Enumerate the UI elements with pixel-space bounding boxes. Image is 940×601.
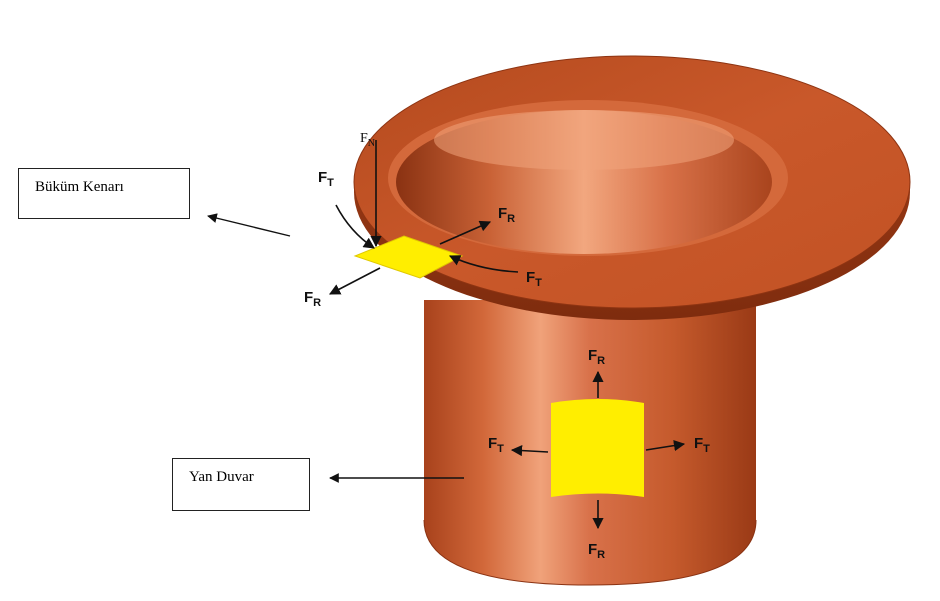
force-label-fr-wall-top: FR: [588, 347, 605, 367]
force-label-ft-wall-left: FT: [488, 435, 504, 455]
force-label-ft-flange-right: FT: [526, 269, 542, 289]
tangential-force-arrow-right: [448, 255, 519, 273]
tangential-force-arrow-left: [335, 204, 375, 249]
cup-flange: [353, 55, 911, 320]
force-label-fr-wall-bottom: FR: [588, 541, 605, 561]
force-label-fn: FN: [360, 131, 375, 149]
radial-force-arrow-outer: [439, 220, 492, 245]
flange-stress-element: [353, 235, 464, 279]
force-label-ft-flange-left: FT: [318, 169, 334, 189]
force-label-ft-wall-right: FT: [694, 435, 710, 455]
side-wall-label: Yan Duvar: [189, 469, 254, 485]
force-label-fr-flange-outer: FR: [498, 205, 515, 225]
tangential-force-arrow-wall-right: [645, 440, 686, 452]
wall-stress-element: [551, 399, 644, 497]
leader-arrows: [207, 213, 464, 483]
flange-edge-label: Büküm Kenarı: [35, 179, 124, 195]
wall-force-arrows: [510, 370, 686, 530]
force-label-fr-flange-inner: FR: [304, 289, 321, 309]
flange-force-arrows: [329, 140, 519, 295]
tangential-force-arrow-wall-left: [510, 444, 549, 457]
flange-leader-arrow: [207, 213, 291, 237]
flange-edge-label-box: Büküm Kenarı: [18, 168, 190, 219]
side-wall-label-box: Yan Duvar: [172, 458, 310, 511]
radial-force-arrow-inner: [329, 267, 381, 295]
